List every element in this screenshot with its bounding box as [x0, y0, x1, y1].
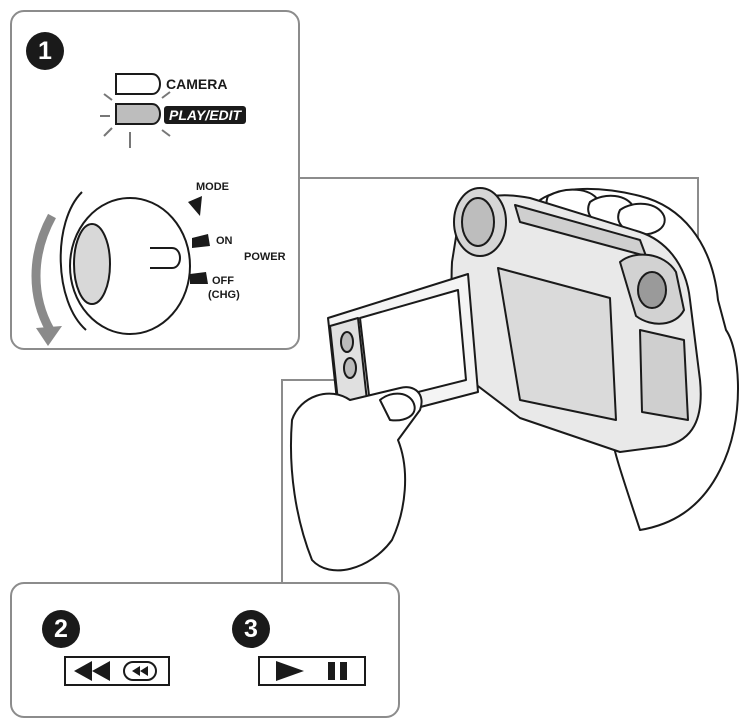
step-1-callout: 1 CAMERA PLAY/EDIT MODE ON POWER OFF (CH…: [10, 10, 300, 350]
play-edit-label: PLAY/EDIT: [164, 106, 247, 124]
rewind-button[interactable]: [64, 656, 170, 686]
step-3-badge: 3: [232, 610, 270, 648]
left-hand: [289, 386, 423, 572]
play-icon: [276, 661, 304, 681]
power-label: POWER: [244, 251, 286, 263]
play-pause-icon: [276, 661, 347, 681]
off-label: OFF: [212, 275, 234, 287]
step-1-badge: 1: [26, 32, 64, 70]
step-2-badge: 2: [42, 610, 80, 648]
chg-label: (CHG): [208, 289, 240, 301]
camera-label: CAMERA: [166, 76, 228, 92]
pause-icon: [328, 662, 335, 680]
play-pause-button[interactable]: [258, 656, 366, 686]
on-label: ON: [216, 235, 233, 247]
rotate-arrow-icon: [36, 326, 62, 346]
step-2-3-callout: 2 3: [10, 582, 400, 718]
mode-label: MODE: [196, 181, 229, 193]
rewind-icon: [74, 661, 157, 681]
mode-switch-graphic: [31, 73, 210, 346]
play-edit-lamp: [115, 103, 162, 125]
